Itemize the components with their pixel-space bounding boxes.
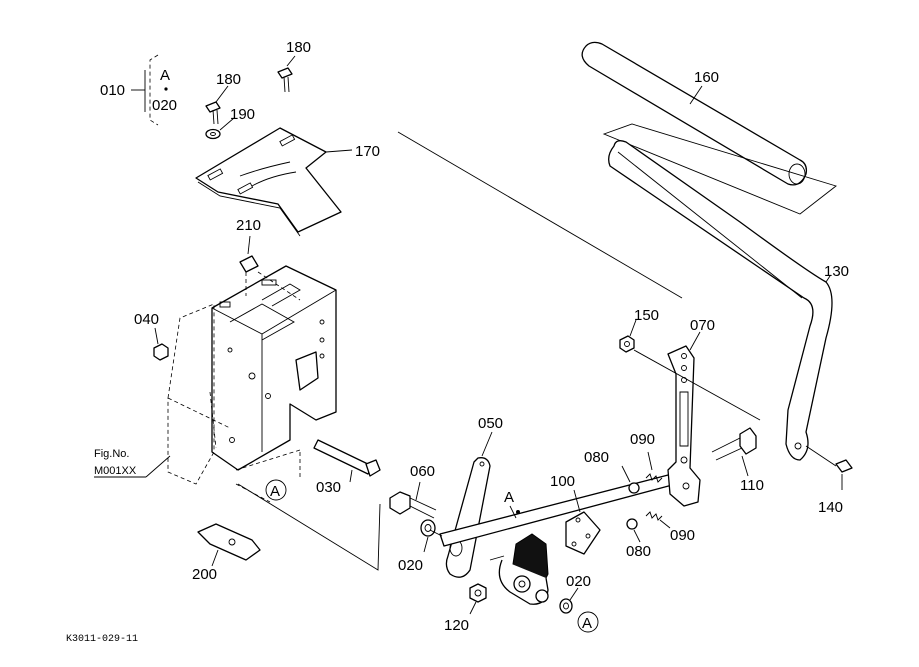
- callout-070: 070: [690, 317, 715, 334]
- svg-text:A: A: [582, 615, 592, 632]
- arm-070: 070: [667, 317, 715, 507]
- callout-030: 030: [316, 479, 341, 496]
- ball-080-lower: 080: [626, 518, 651, 560]
- fig-reference: Fig.No. M001XX: [94, 448, 171, 478]
- callout-080b: 080: [626, 543, 651, 560]
- bracket-200: 200: [192, 523, 261, 583]
- callout-200: 200: [192, 566, 217, 583]
- ball-080-upper: 080: [584, 449, 640, 494]
- callout-140: 140: [818, 499, 843, 516]
- circle-mark-A-left: A: [237, 479, 381, 571]
- label-ref-A: A: [160, 67, 170, 84]
- housing-frame: [211, 265, 337, 471]
- fig-no-label: Fig.No.: [94, 448, 129, 460]
- plate-100: 100: [550, 473, 601, 555]
- callout-170: 170: [355, 143, 380, 160]
- callout-090b: 090: [670, 527, 695, 544]
- callout-020a: 020: [398, 557, 423, 574]
- shaft-030: 030: [313, 439, 381, 496]
- spring-090-upper: 090: [630, 431, 663, 483]
- callout-110: 110: [740, 477, 764, 494]
- bolt-180-right: 180: [277, 39, 311, 93]
- reference-line: [397, 131, 683, 299]
- callout-160: 160: [694, 69, 719, 86]
- callout-130: 130: [824, 263, 849, 280]
- lever-050: 050: [445, 415, 503, 578]
- bolt-180-left: 180: [205, 71, 241, 125]
- clip-210: 210: [236, 217, 261, 273]
- callout-020b: 020: [566, 573, 591, 590]
- spring-090-lower: 090: [645, 511, 695, 544]
- callout-040: 040: [134, 311, 159, 328]
- drawing-code: K3011-029-11: [66, 634, 138, 645]
- collar-020-left: 020: [398, 519, 436, 574]
- bolt-140: 140: [805, 445, 853, 516]
- nut-120: 120: [444, 583, 487, 634]
- callout-120: 120: [444, 617, 469, 634]
- callout-100: 100: [550, 473, 575, 490]
- svg-text:A: A: [270, 483, 280, 500]
- washer-190: 190: [205, 106, 255, 140]
- callout-080a: 080: [584, 449, 609, 466]
- callout-190: 190: [230, 106, 255, 123]
- label-020-ref: 020: [152, 97, 177, 114]
- housing-outline-dashed: [167, 271, 301, 503]
- callout-050: 050: [478, 415, 503, 432]
- ref-group-010: 010 A 020: [100, 54, 177, 126]
- cam-assembly-A: A: [489, 489, 549, 605]
- nut-040: 040: [134, 311, 169, 361]
- bolt-110: 110: [711, 427, 764, 494]
- callout-090a: 090: [630, 431, 655, 448]
- callout-210: 210: [236, 217, 261, 234]
- plate-170: 170: [195, 127, 380, 237]
- washer-020-right: 020: [559, 573, 591, 614]
- callout-A: A: [504, 489, 514, 506]
- nut-150: 150: [619, 307, 761, 421]
- handle-130: 130: [608, 140, 849, 461]
- circle-mark-A-right: A: [577, 611, 599, 633]
- label-010: 010: [100, 82, 125, 99]
- callout-180b: 180: [286, 39, 311, 56]
- callout-060: 060: [410, 463, 435, 480]
- bolt-060: 060: [389, 463, 437, 519]
- fig-no-value: M001XX: [94, 465, 137, 477]
- callout-150: 150: [634, 307, 659, 324]
- grip-160: 160: [581, 41, 837, 215]
- callout-180a: 180: [216, 71, 241, 88]
